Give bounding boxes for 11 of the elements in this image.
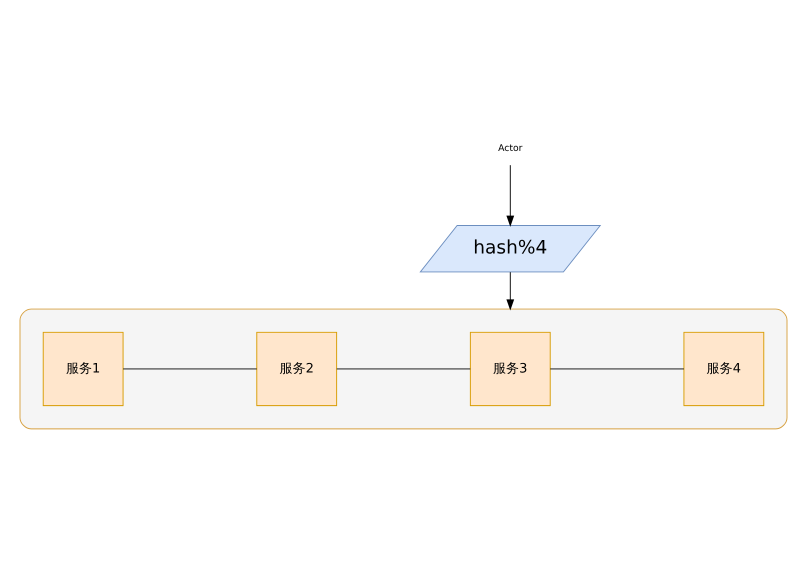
connector: [336, 368, 471, 369]
arrow: [506, 164, 514, 226]
node-box: 服务2: [256, 331, 338, 406]
node-text: Actor: [498, 142, 522, 154]
cluster: [20, 308, 788, 429]
arrow: [506, 271, 514, 310]
connector: [122, 368, 258, 369]
connector: [550, 368, 684, 369]
node-box: 服务1: [42, 331, 124, 406]
node-box: 服务3: [470, 331, 551, 406]
node-box: 服务4: [683, 331, 764, 406]
